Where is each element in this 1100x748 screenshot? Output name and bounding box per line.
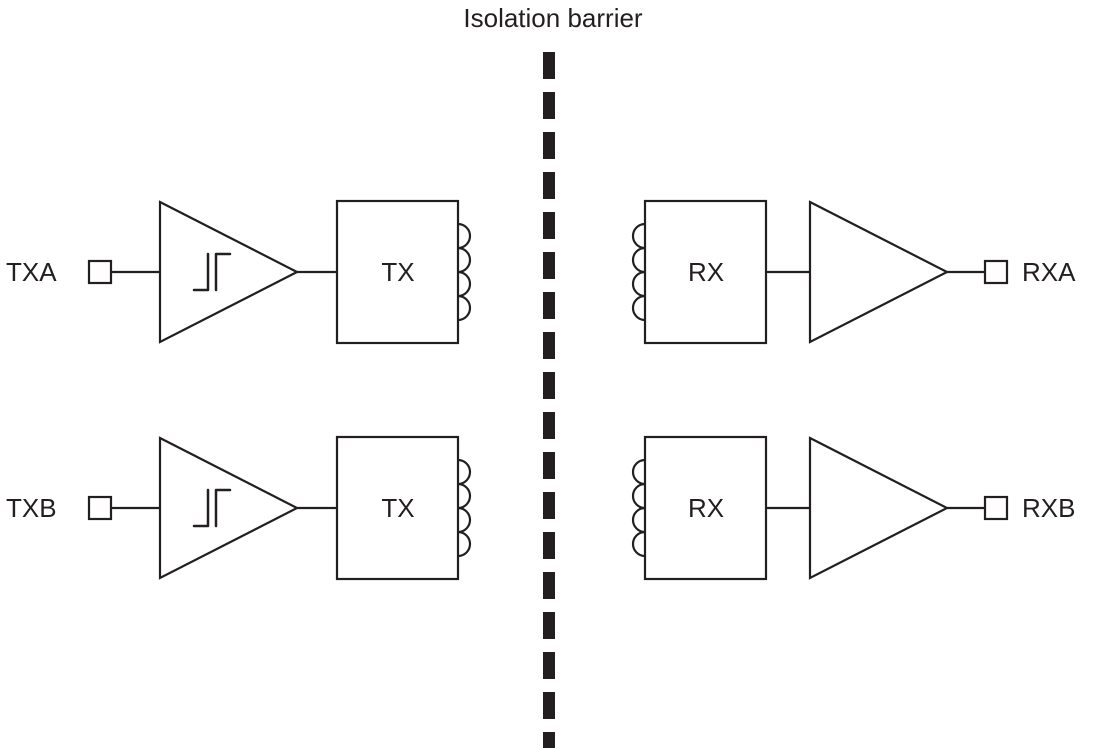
- diagram-title: Isolation barrier: [463, 3, 643, 33]
- rx-block: [643, 199, 768, 345]
- output-buffer-triangle-icon: [808, 200, 950, 344]
- schmitt-trigger-buffer-icon: [158, 436, 300, 580]
- tx-coil-icon: [457, 458, 472, 558]
- input-label-txb: TXB: [6, 493, 57, 523]
- output-pin-square-icon: [983, 495, 1009, 521]
- output-label-rxa: RXA: [1022, 257, 1076, 287]
- hysteresis-icon: [214, 488, 232, 528]
- tx-block: [335, 199, 460, 345]
- output-pin-square-icon: [983, 259, 1009, 285]
- input-pin-square-icon: [87, 495, 113, 521]
- rx-coil-icon: [631, 222, 646, 322]
- rx-block-label: RX: [688, 257, 724, 287]
- output-buffer-triangle-icon: [808, 436, 950, 580]
- input-label-txa: TXA: [6, 257, 57, 287]
- input-pin-square-icon: [87, 259, 113, 285]
- hysteresis-icon: [214, 252, 232, 292]
- schmitt-trigger-buffer-icon: [158, 200, 300, 344]
- tx-block: [335, 435, 460, 581]
- tx-block-label: TX: [381, 257, 414, 287]
- rx-block-label: RX: [688, 493, 724, 523]
- rx-block: [643, 435, 768, 581]
- channel-a: TXA TX RX RXA: [6, 199, 1076, 345]
- tx-coil-icon: [457, 222, 472, 322]
- rx-coil-icon: [631, 458, 646, 558]
- output-label-rxb: RXB: [1022, 493, 1075, 523]
- hysteresis-icon: [192, 252, 210, 292]
- tx-block-label: TX: [381, 493, 414, 523]
- channel-b: TXB TX RX RXB: [6, 435, 1075, 581]
- hysteresis-icon: [192, 488, 210, 528]
